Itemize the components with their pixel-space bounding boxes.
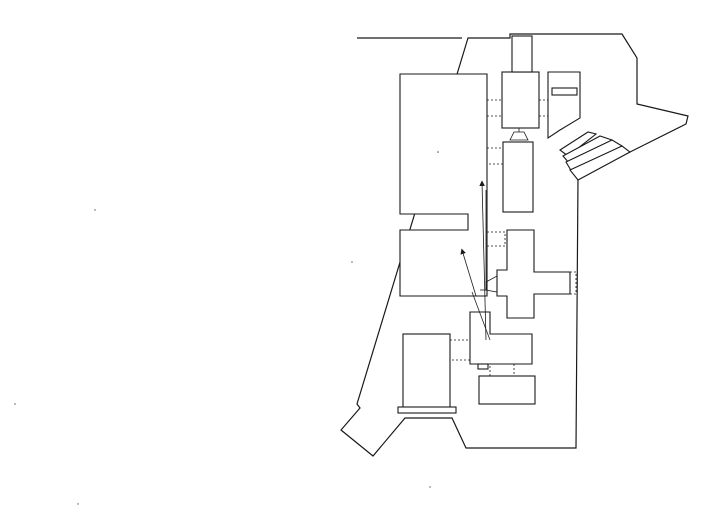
doorway-middle (486, 147, 504, 165)
upper-corridor-neck (511, 35, 533, 73)
cross-block (496, 229, 571, 319)
stepped-structure (559, 131, 632, 181)
small-fixture (477, 363, 489, 370)
flow-arrows (460, 180, 491, 341)
lower-left-room-base (397, 406, 457, 414)
doorway-middle-lower (486, 231, 506, 247)
upper-corridor (501, 71, 540, 129)
connector-symbol-upper (509, 128, 529, 141)
bottom-box (478, 375, 536, 405)
lower-l-room (469, 311, 533, 365)
scan-specks (14, 151, 439, 505)
middle-corridor (502, 141, 534, 213)
doorway-upper-left (486, 99, 503, 117)
lower-left-room (402, 333, 451, 409)
doorway-lower-bottom (489, 363, 515, 377)
outer-wall (340, 33, 689, 457)
large-hall-left (399, 73, 488, 297)
upper-right-room (547, 71, 581, 140)
doorway-upper-right (538, 99, 549, 117)
upper-right-niche (551, 87, 578, 96)
doorway-lower-left (449, 339, 471, 361)
doorway-cross-right (569, 271, 577, 295)
